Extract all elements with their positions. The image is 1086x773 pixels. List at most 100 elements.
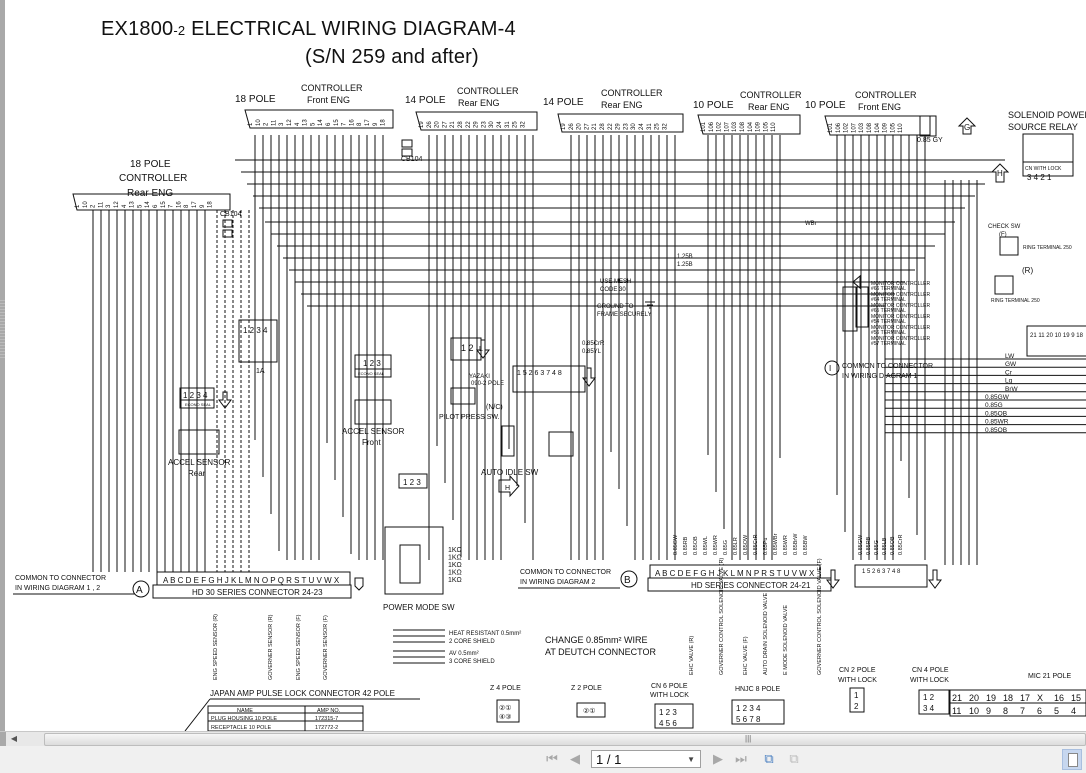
wire-label: 0.85OB [693,536,699,555]
svg-text:SOURCE RELAY: SOURCE RELAY [1008,122,1078,132]
auto-idle-switch: AUTO IDLE SW H [481,425,574,498]
monitor-terminal-label: #54 TERMINAL [871,319,906,325]
svg-text:GROUND TO: GROUND TO [597,304,634,310]
pin-number: 22 [608,123,614,130]
pin-number: 6 [153,204,159,208]
svg-text:Z 4 POLE: Z 4 POLE [490,685,521,692]
next-page-icon: ▶ [713,751,723,766]
wire-label: 0.85GW [673,534,679,555]
wire-label: LW [1005,353,1015,360]
svg-text:RING TERMINAL 250: RING TERMINAL 250 [991,298,1040,304]
wire-label: 0.85BrW [793,533,799,555]
mic-pin: 15 [1071,693,1081,703]
pin-number: 107 [724,121,730,132]
svg-text:RING TERMINAL 250: RING TERMINAL 250 [1023,245,1072,251]
pin-number: 7 [169,204,175,208]
hnjc8-pole-connector: HNJC 8 POLE 1 2 3 4 5 6 7 8 [731,686,785,725]
wire-label: 0.85WL [703,536,709,555]
svg-text:1 2: 1 2 [461,343,474,353]
mic-pin: 9 [986,706,991,716]
wire-label: 0.85GW [858,534,864,555]
svg-text:CHECK SW: CHECK SW [988,224,1021,230]
wire-label: 0.85Pu [763,538,769,555]
next-page-button[interactable]: ▶ [710,751,726,767]
horizontal-scrollbar[interactable]: ◀ ||| [0,731,1086,746]
sensor-label: ENG SPEED SENSOR (F) [296,614,302,680]
svg-text:CN WITH LOCK: CN WITH LOCK [1025,166,1062,172]
svg-text:IN WIRING DIAGRAM 2: IN WIRING DIAGRAM 2 [520,579,596,586]
page-number-select[interactable]: 1 / 1▼ [591,750,701,768]
z4-pole-connector: Z 4 POLE ②① ④③ [490,685,521,723]
monitor-terminal-label: MONITOR CONTROLLER [871,314,930,320]
previous-view-icon: ⧉ [764,751,774,766]
pin-number: 110 [771,122,777,132]
pin-number: 108 [867,122,873,133]
first-page-button[interactable]: ⏮ [544,751,560,767]
svg-text:1.25B: 1.25B [677,262,693,268]
page-navigation-toolbar: ⏮ ◀ 1 / 1▼ ▶ ⏭ ⧉ ⧉ [0,746,1086,773]
svg-text:AMP NO.: AMP NO. [317,708,341,714]
svg-text:Front: Front [362,438,381,447]
svg-text:FRAME SECURELY: FRAME SECURELY [597,312,652,318]
svg-text:090-2 POLE: 090-2 POLE [471,381,504,387]
panel-splitter-handle[interactable] [0,300,5,360]
mic-pin: 7 [1020,706,1025,716]
mic-pin: 21 [952,693,962,703]
wire-label: 0.85OB [985,427,1007,434]
pin-number: 6 [326,122,332,126]
svg-text:AV 0.5mm²: AV 0.5mm² [449,651,479,657]
scroll-left-button[interactable]: ◀ [10,734,18,743]
pin-number: 24 [497,121,503,128]
mic-pin: X [1037,693,1043,703]
pole-label: 14 POLE [405,95,446,106]
japan-amp-connector-table: JAPAN AMP PULSE LOCK CONNECTOR 42 POLE N… [184,689,420,731]
controller-label: CONTROLLER [855,90,917,100]
pin-number: 11 [271,119,277,126]
resistor-label: 1KΩ [448,555,462,562]
pin-number: 27 [584,123,590,130]
valve-label: GOVERNER CONTROL SOLENOID VALVE (F) [817,558,823,675]
svg-text:④③: ④③ [499,713,512,721]
pin-number: 31 [647,123,653,130]
svg-text:H: H [997,169,1003,178]
page-view-back-button[interactable]: ⧉ [761,751,777,767]
svg-text:H: H [505,485,510,492]
wire-label: Lg [1005,378,1013,385]
monitor-terminal-label: #65 TERMINAL [871,308,906,314]
pin-number: 103 [859,122,865,133]
svg-text:172315-7: 172315-7 [315,716,338,722]
svg-text:ECONO SEAL: ECONO SEAL [358,371,385,376]
pin-number: 8 [357,122,363,126]
svg-text:(N/C): (N/C) [486,404,503,411]
panel-toggle-button[interactable] [1062,749,1082,770]
last-page-button[interactable]: ⏭ [733,751,749,767]
valve-label: EHC VALVE (F) [743,636,749,675]
svg-text:HEAT RESISTANT 0.5mm²: HEAT RESISTANT 0.5mm² [449,631,521,637]
pin-number: 108 [740,121,746,132]
pin-number: 105 [890,122,896,133]
pin-number: 21 [450,121,456,128]
diagram-subtitle: (S/N 259 and after) [305,46,479,68]
pin-number: 17 [365,119,371,126]
page-view-forward-button[interactable]: ⧉ [786,751,802,767]
arrow-g-marker [957,117,977,135]
previous-page-icon: ◀ [570,751,580,766]
svg-text:1 2: 1 2 [923,693,935,702]
valve-label: EHC VALVE (R) [689,636,695,675]
svg-text:1 5 2 6 3 7 4 8: 1 5 2 6 3 7 4 8 [862,569,901,575]
pin-number: 25 [655,123,661,130]
pin-number: 20 [577,123,583,130]
svg-text:1 2 3: 1 2 3 [659,708,677,717]
previous-page-button[interactable]: ◀ [567,751,583,767]
wire-label: 0.85LB [882,537,888,555]
engine-label: Rear ENG [601,100,643,110]
controller-label: CONTROLLER [457,86,519,96]
scrollbar-thumb[interactable]: ||| [44,733,1086,746]
svg-text:MIC 21 POLE: MIC 21 POLE [1028,673,1072,680]
mic-pin: 5 [1054,706,1059,716]
pin-number: 102 [717,121,723,132]
wire-label: 0.85YL [582,349,602,355]
